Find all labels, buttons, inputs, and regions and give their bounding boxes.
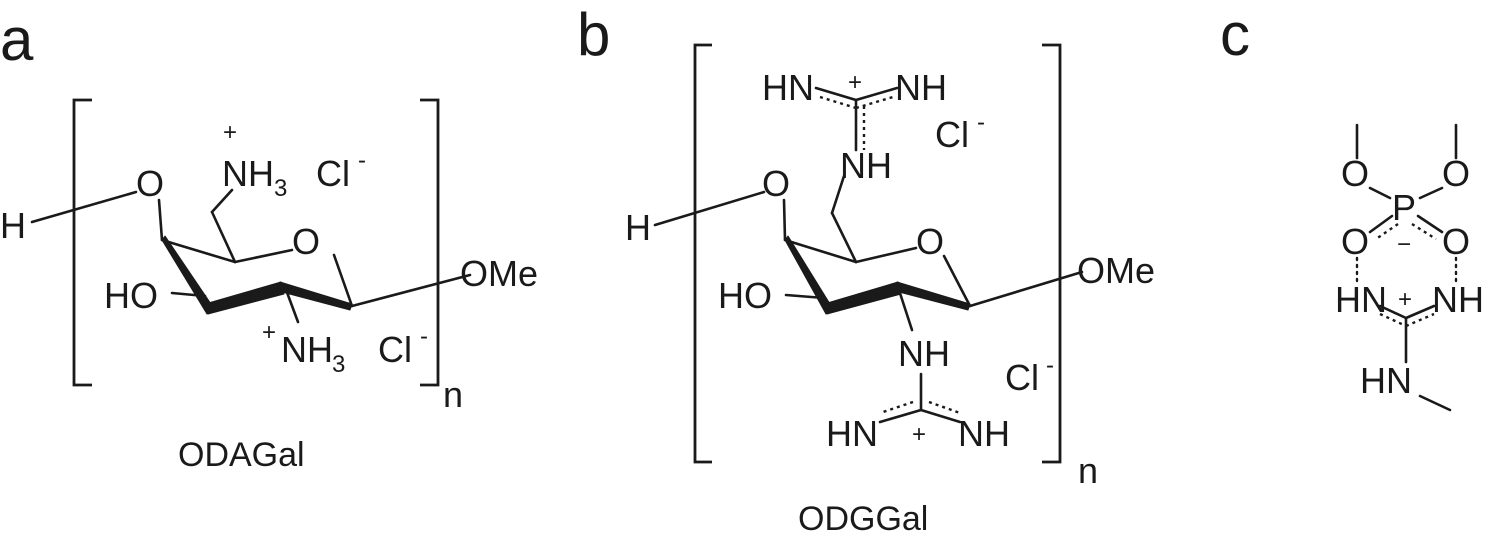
charge-plus-bottom: + [262,319,276,346]
panel-c: c O P O O − O HN + NH HN [1220,1,1484,412]
subscript-3-top: 3 [274,175,287,202]
atom-O-methoxy-left: O [1341,153,1369,194]
charge-plus-guanidinium: + [1398,286,1412,313]
repeat-bracket-right [420,98,440,387]
bold-bond-front [204,281,285,315]
repeat-index-n: n [443,374,463,415]
counterion-Cl-top: Cl [316,153,350,194]
atom-NH-guanidine-bottom: NH [958,413,1010,454]
atom-OMe: OMe [460,253,538,294]
compound-name-odggal: ODGGal [798,500,928,537]
repeat-bracket-left [72,98,92,387]
atom-NH3-top: NH [222,153,274,194]
repeat-index-n-b: n [1078,450,1098,491]
panel-b: b [577,1,1155,537]
charge-minus-cl-bottom: - [420,323,428,350]
repeat-bracket-right-b [1042,43,1062,464]
atom-NH3-bottom: NH [281,329,333,370]
panel-label-c: c [1220,1,1250,68]
atom-NH-linker-bottom: NH [898,333,950,374]
atom-O-phosphate-right: O [1442,221,1470,262]
atom-P: P [1392,187,1416,228]
atom-O-methoxy-right: O [1442,153,1470,194]
atom-HO-b: HO [718,275,772,316]
atom-O-ring-b: O [916,221,944,262]
bonds-a [30,188,472,324]
bonds-c [1355,123,1458,412]
charge-minus-cl-top: - [358,147,366,174]
atom-HN-left: HN [1335,279,1387,320]
panel-a: a H O + NH 3 Cl - O HO OMe [0,6,538,474]
atom-H-b: H [625,207,651,248]
compound-name-odagal: ODAGal [178,436,305,474]
repeat-bracket-left-b [693,43,712,464]
atom-NH-right: NH [1432,279,1484,320]
panel-label-b: b [577,1,610,68]
subscript-3-bottom: 3 [332,351,345,378]
charge-plus-guanidine-bottom: + [912,421,926,448]
charge-plus-top: + [223,119,237,146]
atom-NH-linker-top: NH [840,145,892,186]
counterion-Cl-top-b: Cl [935,114,969,155]
atom-HN-guanidine-top: HN [762,67,814,108]
atom-OMe-b: OMe [1077,250,1155,291]
charge-minus-phosphate: − [1397,231,1411,258]
counterion-Cl-bottom-b: Cl [1005,357,1039,398]
atom-O-glycosidic: O [136,163,164,204]
charge-plus-guanidine-top: + [848,69,862,96]
counterion-Cl-bottom: Cl [378,329,412,370]
panel-label-a: a [0,6,34,73]
atom-HO: HO [104,275,158,316]
wedge-bond-right [279,281,353,311]
charge-minus-cl-bottom-b: - [1046,352,1054,379]
atom-O-glycosidic-b: O [762,163,790,204]
charge-minus-cl-top-b: - [977,109,985,136]
atom-H: H [0,205,26,246]
atom-O-ring: O [292,221,320,262]
atom-NH-guanidine-top: NH [895,67,947,108]
bonds-b [653,86,1084,424]
atom-HN-bottom: HN [1360,360,1412,401]
atom-HN-guanidine-bottom: HN [826,413,878,454]
atom-O-phosphate-left: O [1341,221,1369,262]
